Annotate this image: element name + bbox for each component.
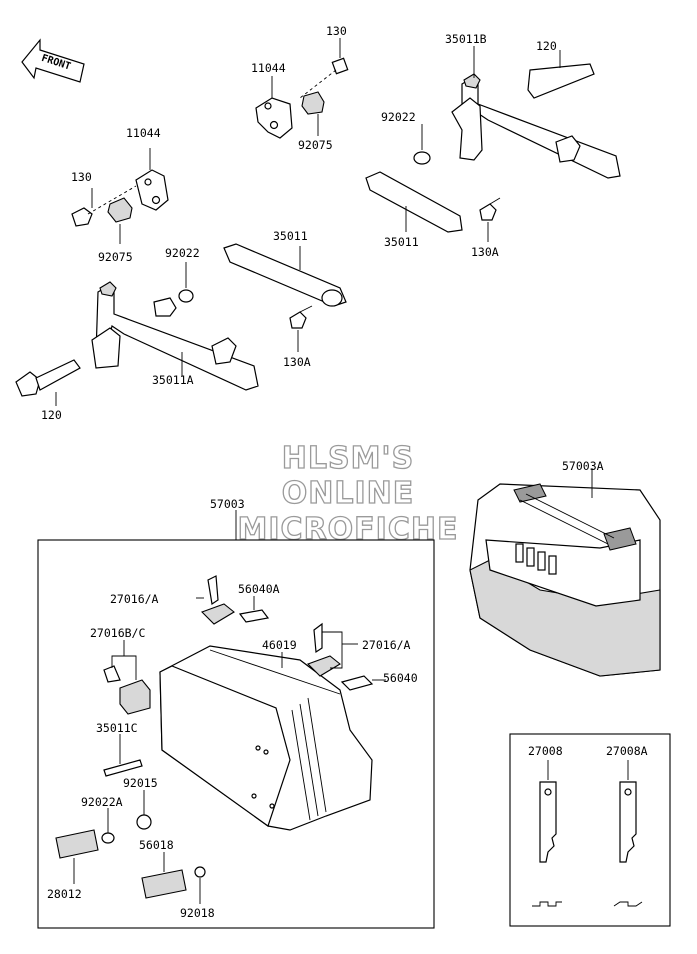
label-120-bottom: 120 bbox=[41, 408, 62, 422]
bracket-11044-left bbox=[71, 148, 169, 244]
saddlebag-57003A bbox=[469, 468, 661, 677]
label-92015: 92015 bbox=[123, 776, 158, 790]
key-27008 bbox=[532, 760, 562, 907]
watermark-line3: MICROFICHE bbox=[238, 512, 459, 547]
pad-56018 bbox=[141, 852, 187, 899]
label-92022-right: 92022 bbox=[381, 110, 416, 124]
label-92022A: 92022A bbox=[81, 795, 123, 809]
saddlebag-46019 bbox=[159, 645, 373, 831]
key-27008A bbox=[613, 760, 643, 907]
front-arrow: FRONT bbox=[21, 38, 85, 83]
label-46019: 46019 bbox=[262, 638, 297, 652]
label-27016A-left: 27016/A bbox=[110, 592, 159, 606]
label-35011-mid: 35011 bbox=[273, 229, 308, 243]
label-27008: 27008 bbox=[528, 744, 563, 758]
label-11044-top: 11044 bbox=[251, 61, 286, 75]
label-57003: 57003 bbox=[210, 497, 245, 511]
watermark-line1: HLSM'S bbox=[282, 441, 414, 476]
part-labels: 130 11044 92075 35011B 120 92022 11044 1… bbox=[41, 24, 648, 920]
latch-27016BC bbox=[103, 640, 151, 715]
nut-92018 bbox=[194, 866, 206, 904]
washer-92022A bbox=[101, 808, 115, 844]
rail-35011B bbox=[413, 46, 621, 179]
label-130-top: 130 bbox=[326, 24, 347, 38]
latch-27016A-right bbox=[307, 622, 386, 691]
label-11044-left: 11044 bbox=[126, 126, 161, 140]
label-35011-right: 35011 bbox=[384, 235, 419, 249]
strap-35011C bbox=[103, 734, 143, 777]
nut-92015 bbox=[136, 790, 152, 830]
label-130-left: 130 bbox=[71, 170, 92, 184]
label-92075-top: 92075 bbox=[298, 138, 333, 152]
label-120-top: 120 bbox=[536, 39, 557, 53]
link-35011-center bbox=[178, 243, 347, 352]
keys-frame bbox=[509, 733, 671, 927]
label-92075-left: 92075 bbox=[98, 250, 133, 264]
rail-35011A bbox=[15, 281, 259, 406]
label-57003A: 57003A bbox=[562, 459, 604, 473]
label-28012: 28012 bbox=[47, 887, 82, 901]
watermark-line2: ONLINE bbox=[282, 476, 415, 511]
label-27016A-right: 27016/A bbox=[362, 638, 411, 652]
label-130A-right: 130A bbox=[471, 245, 499, 259]
label-56040A: 56040A bbox=[238, 582, 280, 596]
watermark: HLSM'S ONLINE MICROFICHE bbox=[237, 440, 459, 547]
label-35011C: 35011C bbox=[96, 721, 138, 735]
label-92018: 92018 bbox=[180, 906, 215, 920]
reflector-28012 bbox=[55, 829, 99, 884]
link-35011-right bbox=[365, 171, 501, 242]
bracket-11044-top bbox=[255, 38, 349, 139]
label-92022-mid: 92022 bbox=[165, 246, 200, 260]
label-56040: 56040 bbox=[383, 671, 418, 685]
label-35011B: 35011B bbox=[445, 32, 487, 46]
label-130A-mid: 130A bbox=[283, 355, 311, 369]
label-27016BC: 27016B/C bbox=[90, 626, 145, 640]
latch-27016A-left bbox=[196, 575, 270, 625]
label-27008A: 27008A bbox=[606, 744, 648, 758]
label-56018: 56018 bbox=[139, 838, 174, 852]
label-35011A: 35011A bbox=[152, 373, 194, 387]
